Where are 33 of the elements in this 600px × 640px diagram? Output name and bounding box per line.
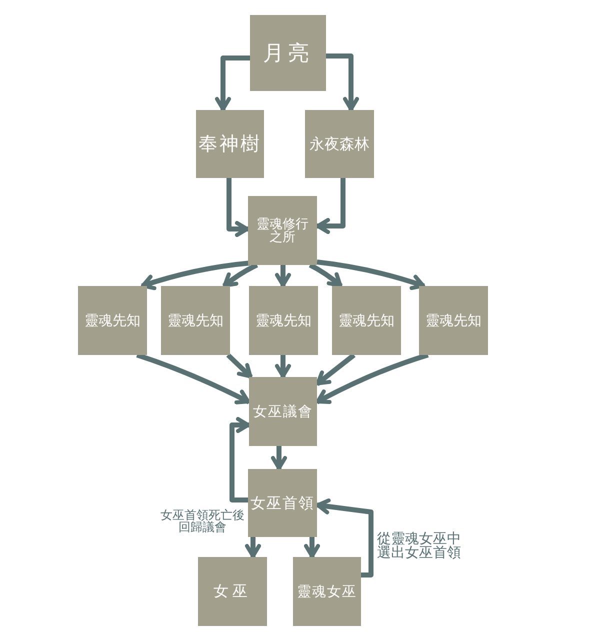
arrow [315,353,356,386]
concept-box: 靈魂先知 [332,286,401,355]
arrow [316,498,374,578]
concept-box: 女巫首領 [248,469,317,537]
concept-box: 靈魂修行之所 [248,196,317,265]
arrow [275,355,291,378]
arrow [226,178,249,237]
arrow [222,262,258,288]
concept-box: 月亮 [250,15,326,91]
arrow [215,56,250,111]
concept-box: 女巫 [198,557,267,626]
arrow [140,260,250,290]
concept-box: 永夜森林 [305,110,374,178]
arrow [308,262,343,288]
arrow [316,352,429,404]
arrow [136,352,250,404]
arrow [326,54,359,111]
arrow [304,537,320,558]
concept-box: 靈魂先知 [161,286,230,355]
arrow [316,178,346,234]
arrow [245,537,261,558]
concept-box: 靈魂先知 [78,286,147,355]
edge-label: 女巫首領死亡後回歸議會 [158,509,247,533]
concept-box: 女巫議會 [249,377,317,446]
concept-box: 靈魂先知 [249,286,318,355]
arrow [230,417,250,502]
concept-box: 奉神樹 [196,110,264,178]
concept-box: 靈魂女巫 [293,557,361,626]
arrow [226,353,253,379]
arrow [316,260,426,290]
arrow [275,265,291,287]
arrow [271,446,287,470]
concept-box: 靈魂先知 [419,286,488,355]
